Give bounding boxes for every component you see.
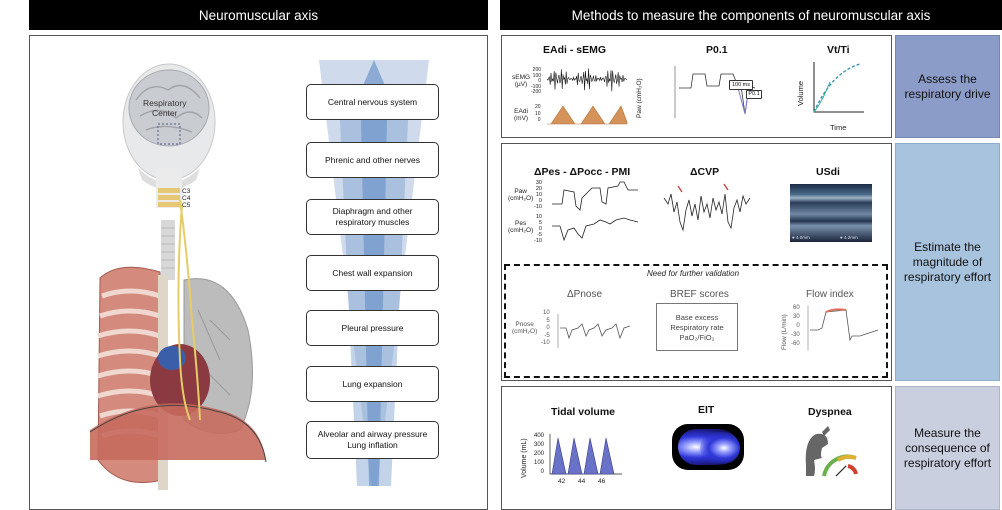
vertebra-c3: C3 bbox=[182, 188, 191, 195]
semg-trace bbox=[546, 68, 628, 92]
pnose-trace bbox=[557, 314, 631, 348]
paw-ticks: 30 20 10 0 -10 bbox=[534, 180, 542, 210]
axis-step-5: Pleural pressure bbox=[306, 310, 439, 346]
vertebra-c5: C5 bbox=[182, 202, 191, 209]
vtti-plot bbox=[813, 62, 864, 113]
vertebra-c4: C4 bbox=[182, 195, 191, 202]
axis-step-1: Central nervous system bbox=[306, 84, 439, 120]
axis-step-3: Diaphragm and other respiratory muscles bbox=[306, 199, 439, 235]
axis-step-7: Alveolar and airway pressure Lung inflat… bbox=[306, 421, 439, 459]
effort-section-label: Estimate the magnitude of respiratory ef… bbox=[895, 143, 1000, 381]
semg-line bbox=[546, 68, 628, 92]
pnose-axis-label: Pnose (cmH₂O) bbox=[512, 321, 538, 335]
p01-title: P0.1 bbox=[706, 44, 728, 56]
right-header: Methods to measure the components of neu… bbox=[500, 0, 1002, 30]
tv-xtick-46: 46 bbox=[598, 478, 606, 485]
semg-axis-label: sEMG (µV) bbox=[512, 74, 531, 88]
ultrasound-image bbox=[790, 184, 872, 242]
flow-axis-label: Flow (L/min) bbox=[781, 314, 788, 350]
us-right-caliper: ● 4.2mm bbox=[840, 235, 858, 240]
pnose-ticks: 10 5 0 -5 -10 bbox=[541, 310, 550, 346]
cvp-title: ΔCVP bbox=[690, 166, 720, 178]
effort-methods-panel bbox=[501, 143, 892, 381]
flow-trace bbox=[807, 306, 879, 350]
pnose-title: ΔPnose bbox=[567, 289, 603, 300]
p01-paw-label: Paw (cmH₂O) bbox=[636, 78, 643, 118]
tidal-volume-title: Tidal volume bbox=[551, 406, 615, 418]
dyspnea-icon bbox=[805, 426, 858, 477]
pes-axis-label: Pes (cmH₂O) bbox=[508, 220, 534, 234]
tv-axis-label: Volume (mL) bbox=[521, 438, 528, 478]
consequence-section-label: Measure the consequence of respiratory e… bbox=[895, 386, 1000, 510]
validation-title: Need for further validation bbox=[647, 269, 740, 278]
pes-title: ΔPes - ΔPocc - PMI bbox=[534, 166, 631, 178]
tv-ticks: 400 300 200 100 0 bbox=[534, 433, 545, 475]
semg-ticks: 200 100 0 -100 -200 bbox=[531, 67, 542, 95]
eadi-trace bbox=[547, 105, 628, 125]
drive-section-label: Assess the respiratory drive bbox=[895, 35, 1000, 138]
vtti-title: Vt/Ti bbox=[827, 44, 850, 56]
pes-ticks: 10 5 0 -5 -10 bbox=[534, 214, 542, 244]
tv-xtick-42: 42 bbox=[558, 478, 566, 485]
bref-box: Base excess Respiratory rate PaO₂/FiO₂ bbox=[656, 303, 738, 351]
flow-index-title: Flow index bbox=[806, 289, 854, 300]
left-header: Neuromuscular axis bbox=[29, 0, 488, 30]
vtti-volume-label: Volume bbox=[796, 80, 805, 106]
paw-trace bbox=[552, 181, 638, 211]
us-left-caliper: ● 4.0mm bbox=[792, 235, 810, 240]
paw-axis-label: Paw (cmH₂O) bbox=[508, 188, 534, 202]
eadi-title: EAdi - sEMG bbox=[543, 44, 607, 56]
usdi-title: USdi bbox=[816, 166, 840, 178]
p01-tag: P0.1 bbox=[746, 90, 762, 99]
brain-label: Respiratory Center bbox=[143, 98, 187, 118]
validation-box bbox=[504, 264, 888, 378]
anatomy-illustration bbox=[89, 63, 267, 490]
axis-step-2: Phrenic and other nerves bbox=[306, 142, 439, 178]
axis-step-6: Lung expansion bbox=[306, 366, 439, 402]
tidal-volume-plot bbox=[549, 434, 622, 475]
axis-step-4: Chest wall expansion bbox=[306, 255, 439, 291]
eit-image bbox=[672, 424, 744, 470]
p01-ms-callout: 100 ms bbox=[729, 80, 753, 90]
eadi-ticks: 20 10 0 bbox=[535, 104, 541, 123]
eit-title: EIT bbox=[698, 404, 715, 416]
bref-title: BREF scores bbox=[670, 289, 729, 300]
tv-xtick-44: 44 bbox=[578, 478, 586, 485]
pes-trace bbox=[552, 217, 639, 242]
flow-ticks: 60 30 0 -30 -60 bbox=[791, 305, 800, 347]
eadi-axis-label: EAdi (mV) bbox=[514, 108, 529, 122]
vtti-time-label: Time bbox=[830, 123, 847, 132]
cvp-trace bbox=[663, 183, 751, 232]
dyspnea-title: Dyspnea bbox=[808, 406, 852, 418]
